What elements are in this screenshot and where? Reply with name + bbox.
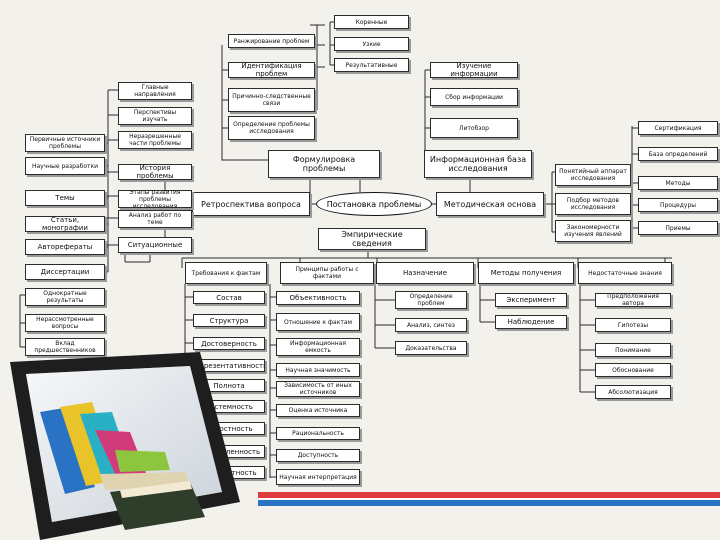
- node-c2[interactable]: Оценка источника: [276, 404, 360, 417]
- node-h-naznachenie[interactable]: Назначение: [376, 262, 474, 284]
- node-h-nedostatochnye[interactable]: Недостаточные знания: [578, 262, 672, 284]
- node-c4[interactable]: Эксперимент: [495, 293, 567, 307]
- node-r-sertifikaciya[interactable]: Сертификация: [638, 121, 718, 135]
- node-korennye[interactable]: Коренные: [334, 15, 409, 29]
- node-l-vklad[interactable]: Вклад предшественников: [25, 338, 105, 356]
- node-ranzhirovanie[interactable]: Ранжирование проблем: [228, 34, 315, 48]
- node-l-odnokratnye[interactable]: Однократные результаты: [25, 288, 105, 306]
- node-r-procedury[interactable]: Процедуры: [638, 198, 718, 212]
- node-c5[interactable]: Понимание: [595, 343, 671, 357]
- node-c1[interactable]: Структура: [193, 314, 265, 327]
- node-perspektivy[interactable]: Перспективы изучать: [118, 107, 192, 125]
- node-c2[interactable]: Зависимость от иных источников: [276, 381, 360, 397]
- node-glavnye[interactable]: Главные направления: [118, 82, 192, 100]
- node-r-baza[interactable]: База определений: [638, 147, 718, 161]
- node-c2[interactable]: Отношение к фактам: [276, 313, 360, 331]
- node-c3[interactable]: Анализ, синтез: [395, 318, 467, 332]
- node-c5[interactable]: Предположения автора: [595, 293, 671, 307]
- node-metod-osnova[interactable]: Методическая основа: [436, 192, 544, 216]
- node-c2[interactable]: Информационная емкость: [276, 338, 360, 356]
- node-izuchenie-info[interactable]: Изучение информации: [430, 62, 518, 78]
- node-c5[interactable]: Абсолютизация: [595, 385, 671, 399]
- node-l-avtoreferaty[interactable]: Авторефераты: [25, 239, 105, 255]
- tablet-books-icon: [10, 352, 240, 540]
- node-info-baza[interactable]: Информационная база исследования: [424, 150, 532, 178]
- node-l-temy[interactable]: Темы: [25, 190, 105, 206]
- node-c3[interactable]: Определение проблем: [395, 291, 467, 309]
- node-empiricheskie[interactable]: Эмпирические сведения: [318, 228, 426, 250]
- node-c3[interactable]: Доказательства: [395, 341, 467, 355]
- node-h-trebovaniya[interactable]: Требования к фактам: [185, 262, 267, 284]
- node-c1[interactable]: Полнота: [193, 379, 265, 392]
- node-prichinno[interactable]: Причинно-следственные связи: [228, 88, 315, 112]
- node-l-nerassmotrennye[interactable]: Нерассмотренные вопросы: [25, 314, 105, 332]
- node-c2[interactable]: Доступность: [276, 449, 360, 462]
- node-c2[interactable]: Научная интерпретация: [276, 469, 360, 485]
- decor-strip-red: [258, 492, 720, 498]
- node-situaciya[interactable]: Ситуационные: [118, 237, 192, 253]
- node-c5[interactable]: Гипотезы: [595, 318, 671, 332]
- node-c2[interactable]: Рациональность: [276, 427, 360, 440]
- node-r-metody[interactable]: Методы: [638, 176, 718, 190]
- node-l-nauchnye[interactable]: Научные разработки: [25, 157, 105, 175]
- node-rezultativnye[interactable]: Результативные: [334, 58, 409, 72]
- node-l-stati[interactable]: Статьи, монографии: [25, 216, 105, 232]
- node-l-dissertacii[interactable]: Диссертации: [25, 264, 105, 280]
- node-c1[interactable]: Состав: [193, 291, 265, 304]
- node-r-zakonomernosti[interactable]: Закономерности изучения явлений: [555, 220, 631, 242]
- node-l-pervichnye[interactable]: Первичные источники проблемы: [25, 134, 105, 152]
- node-c2[interactable]: Научная значимость: [276, 363, 360, 377]
- node-istoriya[interactable]: История проблемы: [118, 164, 192, 180]
- node-literobzor[interactable]: Литобзор: [430, 118, 518, 138]
- node-r-podbor[interactable]: Подбор методов исследования: [555, 193, 631, 215]
- node-c2[interactable]: Объективность: [276, 291, 360, 305]
- node-retrospektiva[interactable]: Ретроспектива вопроса: [192, 192, 310, 216]
- node-h-principy[interactable]: Принципы работы с фактами: [280, 262, 374, 284]
- node-etapy[interactable]: Этапы развития проблемы исследования: [118, 190, 192, 208]
- node-uzkie[interactable]: Узкие: [334, 37, 409, 51]
- node-r-priemy[interactable]: Приемы: [638, 221, 718, 235]
- node-c1[interactable]: Достоверность: [193, 337, 265, 350]
- node-formulirovka[interactable]: Формулировка проблемы: [268, 150, 380, 178]
- node-analiz-raboty[interactable]: Анализ работ по теме: [118, 210, 192, 228]
- node-r-ponyatiyniy[interactable]: Понятийный аппарат исследования: [555, 164, 631, 186]
- node-identifikaciya[interactable]: Идентификация проблем: [228, 62, 315, 78]
- node-sbor-info[interactable]: Сбор информации: [430, 88, 518, 106]
- node-c4[interactable]: Наблюдение: [495, 315, 567, 329]
- node-center[interactable]: Постановка проблемы: [316, 192, 432, 216]
- node-h-metody-polucheniya[interactable]: Методы получения: [478, 262, 574, 284]
- node-nerazreshennye[interactable]: Неразрешенные части проблемы: [118, 131, 192, 149]
- decor-strip-blue: [258, 500, 720, 506]
- node-c5[interactable]: Обоснование: [595, 363, 671, 377]
- decor-strip-white: [258, 498, 720, 500]
- node-opredelenie-problemy[interactable]: Определение проблемы исследования: [228, 116, 315, 140]
